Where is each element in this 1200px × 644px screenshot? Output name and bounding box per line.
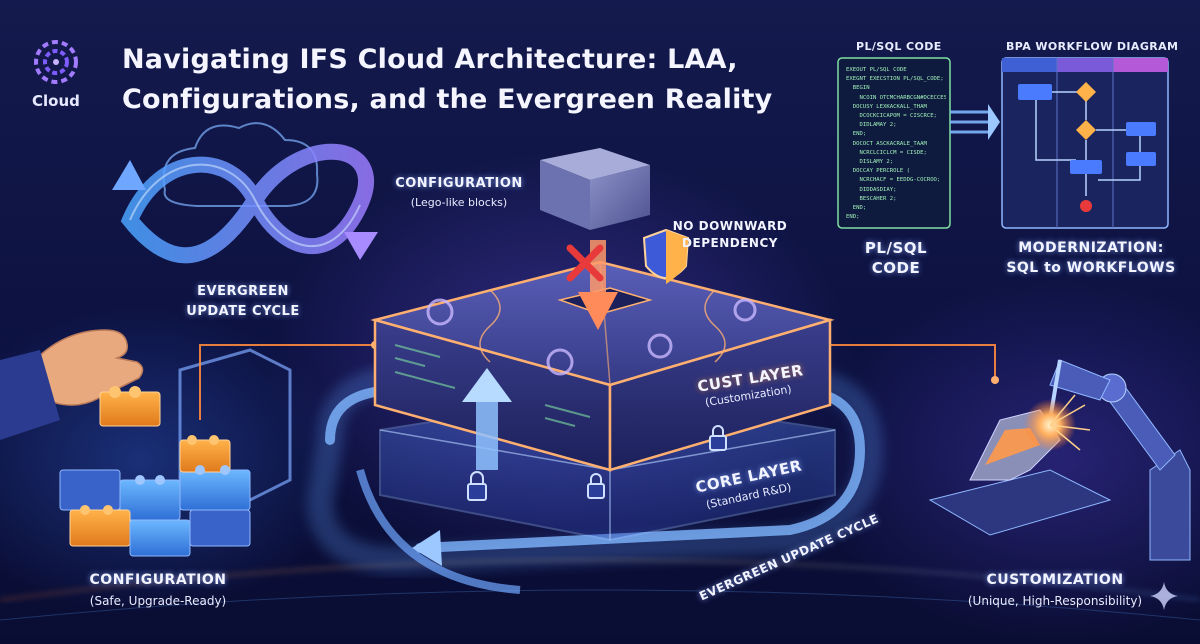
no-downward-line-1: NO DOWNWARD xyxy=(672,219,788,233)
code-line: BEGIN xyxy=(846,85,870,92)
code-line: END; xyxy=(846,131,867,138)
code-line: END; xyxy=(846,205,867,212)
code-line: EXEGNT EXECSTION PL/SQL_CODE; xyxy=(846,76,944,83)
title-line-2: Configurations, and the Evergreen Realit… xyxy=(122,84,773,115)
configuration-blocks-label: CONFIGURATION xyxy=(395,176,523,191)
customization-sub-label: (Unique, High-Responsibility) xyxy=(967,594,1143,608)
upward-arrow-icon xyxy=(462,368,512,470)
title-line-1: Navigating IFS Cloud Architecture: LAA, xyxy=(122,44,738,75)
code-line: NCOIN OTCMCHARBCGN#DCECCES; xyxy=(846,94,946,101)
code-line: DOCOCT ASCKACRALE_TAAM xyxy=(846,140,927,147)
plsql-code-panel xyxy=(837,57,951,229)
plsql-code-header: PL/SQL CODE xyxy=(856,40,942,53)
sparkle-icon xyxy=(1150,582,1178,610)
evergreen-label-line-1: EVERGREEN xyxy=(197,284,289,299)
plsql-code-text: EXEOUT PL/SQL CODE EXEGNT EXECSTION PL/SQ… xyxy=(846,66,946,224)
code-line: EXEOUT PL/SQL CODE xyxy=(846,67,907,73)
code-line: NCRCLCICLCM = CISDE; xyxy=(846,149,927,156)
brand-name: Cloud xyxy=(32,92,80,110)
code-line: NCRCHACF = EEDDG-COCROO; xyxy=(846,177,941,184)
code-to-workflow-arrow xyxy=(950,110,992,134)
plsql-code-label-line-2: CODE xyxy=(871,259,921,277)
no-downward-dependency-label: NO DOWNWARD DEPENDENCY xyxy=(670,218,790,252)
configuration-blocks-sub-label: (Lego-like blocks) xyxy=(410,196,508,209)
modernization-label-line-1: MODERNIZATION: xyxy=(1018,240,1164,256)
bpa-workflow-header: BPA WORKFLOW DIAGRAM xyxy=(1006,40,1179,53)
customization-label: CUSTOMIZATION xyxy=(986,572,1124,588)
code-line: END; xyxy=(846,214,860,221)
configuration-cube-icon xyxy=(540,148,650,230)
evergreen-label-line-2: UPDATE CYCLE xyxy=(186,304,300,319)
robot-arm-icon xyxy=(1048,359,1191,561)
configuration-sub-label: (Safe, Upgrade-Ready) xyxy=(89,594,227,608)
shield-icon xyxy=(642,228,690,284)
code-line: BESCAHER 2; xyxy=(846,195,897,202)
evergreen-cycle-icon xyxy=(112,122,378,264)
page-title: Navigating IFS Cloud Architecture: LAA, … xyxy=(122,40,772,120)
lego-blocks-icon xyxy=(59,348,292,557)
code-line: DOCUSY LEXKACKALL_THAM xyxy=(846,103,927,110)
code-line: DOCCAY PERCROLE ( xyxy=(846,168,910,175)
code-line: DCOCKCICAPOM = CISCRCE; xyxy=(846,113,937,120)
red-x-icon xyxy=(566,244,604,282)
evergreen-loop-arrow xyxy=(306,367,884,594)
modernization-label-line-2: SQL to WORKFLOWS xyxy=(1006,260,1176,276)
welding-spark-icon xyxy=(1024,394,1091,451)
evergreen-update-cycle-label: EVERGREEN UPDATE CYCLE xyxy=(178,282,308,322)
bpa-workflow-panel xyxy=(1001,57,1169,229)
modernization-label: MODERNIZATION: SQL to WORKFLOWS xyxy=(996,238,1186,278)
code-line: DIDLAMAY 2; xyxy=(846,122,897,129)
plsql-code-label: PL/SQL CODE xyxy=(846,238,946,278)
no-downward-line-2: DEPENDENCY xyxy=(682,236,778,250)
workpiece-icon xyxy=(928,409,1112,536)
padlock-icon xyxy=(467,425,727,501)
code-line: DISLAMY 2; xyxy=(846,159,894,166)
brand-logo-icon xyxy=(34,40,78,84)
plsql-code-label-line-1: PL/SQL xyxy=(864,239,928,257)
configuration-label: CONFIGURATION xyxy=(89,572,227,588)
code-line: DIDDASDIAY; xyxy=(846,186,897,193)
